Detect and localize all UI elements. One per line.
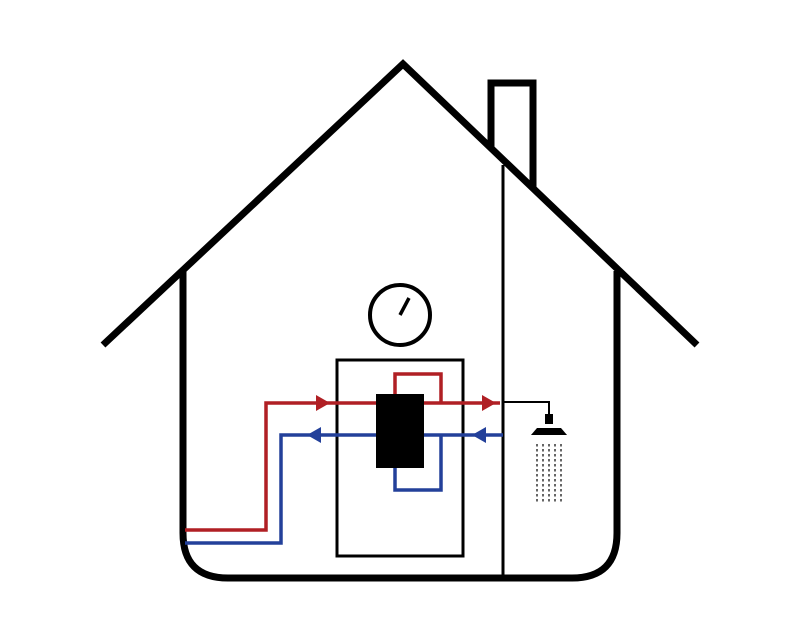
pressure-gauge-icon [368,283,432,347]
chimney-icon [487,79,537,188]
shower-water-drops [536,444,562,503]
hot-arrow-out-icon [482,395,496,411]
cold-water-line [185,433,503,545]
cold-arrow-out-icon [472,427,486,443]
shower-pipe [503,401,550,416]
house-outline-icon [179,271,621,582]
house-roof [100,59,700,348]
shower-head-icon [531,414,567,435]
hot-arrow-in-icon [316,395,330,411]
cold-arrow-in-icon [307,427,321,443]
boiler-unit-icon [335,358,465,558]
heat-exchanger-icon [376,394,424,468]
hot-water-line [185,372,500,532]
